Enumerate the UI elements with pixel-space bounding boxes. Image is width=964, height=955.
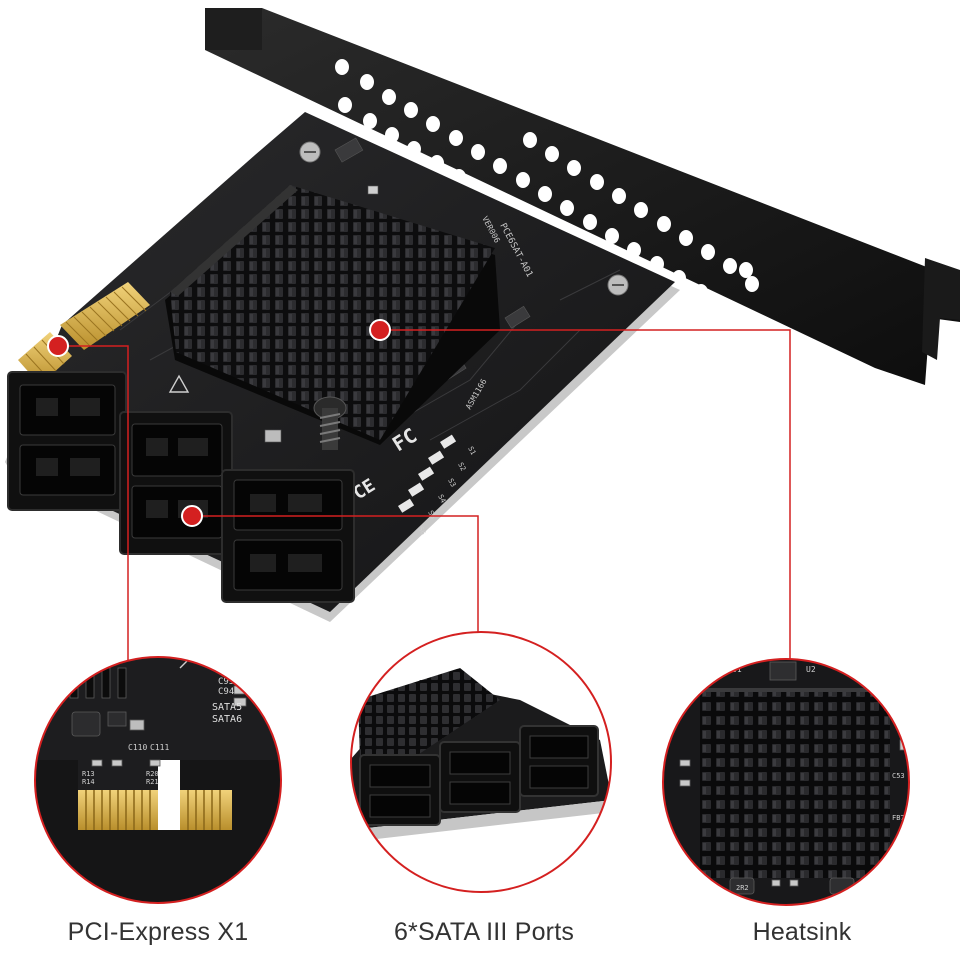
callout-dot-sata (181, 505, 203, 527)
zoom-label-sata6: SATA6 (212, 714, 242, 725)
caption-heatsink: Heatsink (752, 918, 852, 946)
zoom-sata-port-2 (439, 741, 521, 813)
sata-port-pair-1 (7, 371, 127, 511)
zoom-label-c95: C95 (218, 677, 234, 687)
sata-port-pair-2 (119, 411, 233, 555)
port-label-s4: S4 (436, 493, 447, 504)
port-label-s5: S5 (426, 509, 437, 520)
zoom-label-r20: R20 (146, 770, 159, 778)
zoom-circle-heatsink: U1 U2 FC C53 FB7 2R2 (662, 658, 910, 906)
zoom-label-sata5: SATA5 (212, 702, 242, 713)
zoom-gold-fingers (78, 760, 232, 830)
port-label-s2: S2 (456, 461, 467, 472)
sata-port-pair-3 (221, 469, 355, 603)
zoom-label-u2: U2 (806, 665, 816, 674)
zoom-label-2r2: 2R2 (736, 884, 749, 892)
callout-dot-pcie (47, 335, 69, 357)
port-indicator-leds: S1 S2 S3 S4 S5 S6 (397, 434, 477, 536)
screw-icon (299, 141, 629, 296)
zoom-label-c94: C94 (218, 687, 234, 697)
zoom-circle-pcie: C95 C94 SATA5 SATA6 C110 C111 R13 R14 R2… (34, 656, 282, 904)
zoom-fcc-mark: FC (846, 660, 868, 681)
zoom-label-r13: R13 (82, 770, 95, 778)
port-label-s6: S6 (416, 525, 427, 536)
zoom-sata-port-1 (359, 754, 441, 826)
caption-pci-express: PCI-Express X1 (67, 918, 249, 946)
sata-expansion-card: PCE6SAT-A01 VER006 ASM1166 FC CE S1 S2 S… (5, 8, 960, 622)
main-heatsink (165, 185, 500, 450)
sata-ports-block (7, 371, 355, 603)
zoom-label-c110: C110 (128, 743, 147, 752)
callout-line-heatsink (380, 329, 791, 662)
caption-sata-ports: 6*SATA III Ports (393, 918, 575, 946)
zoom-label-fb7: FB7 (892, 814, 905, 822)
callout-lines (58, 329, 791, 662)
callout-dots (47, 319, 391, 527)
callout-line-sata (192, 515, 479, 632)
port-label-s1: S1 (466, 445, 477, 456)
zoom-label-r14: R14 (82, 778, 95, 786)
mounting-bracket (205, 8, 960, 385)
zoom-sata-port-3 (519, 725, 599, 797)
zoom-label-r21: R21 (146, 778, 159, 786)
zoom-label-c111: C111 (150, 743, 169, 752)
zoom-circle-sata (350, 631, 612, 893)
zoom-label-c53: C53 (892, 772, 905, 780)
heatsink-spring-pin (313, 396, 347, 450)
port-label-s3: S3 (446, 477, 457, 488)
callout-line-pcie (58, 345, 129, 662)
callout-dot-heatsink (369, 319, 391, 341)
